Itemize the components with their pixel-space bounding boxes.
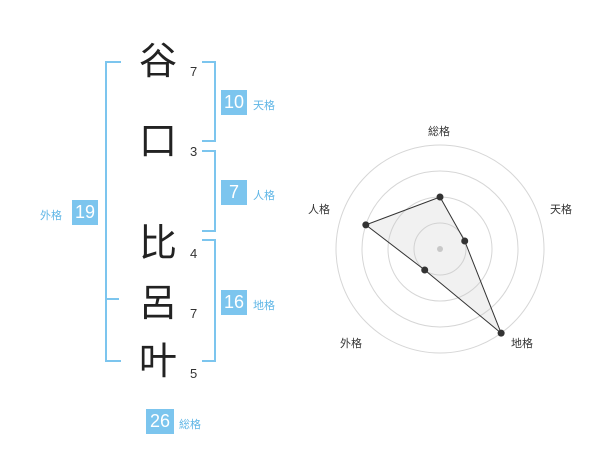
radar-axis-label-gaikaku: 外格 bbox=[340, 337, 362, 350]
name-char-1: 谷 bbox=[138, 39, 177, 83]
radar-center-dot bbox=[437, 246, 443, 252]
stroke-count-4: 7 bbox=[190, 306, 198, 321]
gaikaku-value-badge: 19 bbox=[72, 200, 98, 225]
radar-ring bbox=[361, 170, 519, 328]
radar-points bbox=[362, 193, 505, 337]
tenkaku-value-badge: 10 bbox=[221, 90, 247, 115]
chikaku-value-badge: 16 bbox=[221, 290, 247, 315]
radar-axis-label-tenkaku: 天格 bbox=[550, 203, 572, 216]
radar-axis-label-jinkaku: 人格 bbox=[308, 203, 330, 216]
stroke-count-3: 4 bbox=[190, 246, 198, 261]
chikaku-label: 地格 bbox=[253, 299, 275, 312]
name-char-3: 比 bbox=[138, 221, 177, 265]
chikaku-bracket bbox=[202, 239, 216, 362]
stroke-count-5: 5 bbox=[190, 366, 198, 381]
radar-point-4 bbox=[421, 266, 429, 274]
radar-ring bbox=[335, 144, 545, 354]
stroke-count-2: 3 bbox=[190, 144, 198, 159]
radar-point-2 bbox=[461, 237, 469, 245]
radar-point-3 bbox=[497, 329, 505, 337]
radar-point-5 bbox=[362, 221, 370, 229]
jinkaku-bracket bbox=[202, 150, 216, 232]
jinkaku-value-badge: 7 bbox=[221, 180, 247, 205]
radar-point-1 bbox=[436, 193, 444, 201]
radar-ring bbox=[413, 222, 467, 276]
name-char-4: 呂 bbox=[138, 281, 177, 325]
radar-axis-label-chikaku: 地格 bbox=[511, 337, 533, 350]
gaikaku-bracket-tick bbox=[105, 298, 119, 300]
stroke-count-1: 7 bbox=[190, 64, 198, 79]
name-char-2: 口 bbox=[138, 119, 177, 163]
soukaku-value-badge: 26 bbox=[146, 409, 174, 434]
gaikaku-bracket bbox=[105, 61, 121, 362]
jinkaku-label: 人格 bbox=[253, 189, 275, 202]
gaikaku-label: 外格 bbox=[40, 209, 62, 222]
name-char-5: 叶 bbox=[138, 339, 177, 383]
radar-axis-label-soukaku: 総格 bbox=[428, 125, 450, 138]
radar-series-polygon bbox=[364, 196, 502, 334]
tenkaku-label: 天格 bbox=[253, 99, 275, 112]
tenkaku-bracket bbox=[202, 61, 216, 142]
soukaku-label: 総格 bbox=[179, 418, 201, 431]
